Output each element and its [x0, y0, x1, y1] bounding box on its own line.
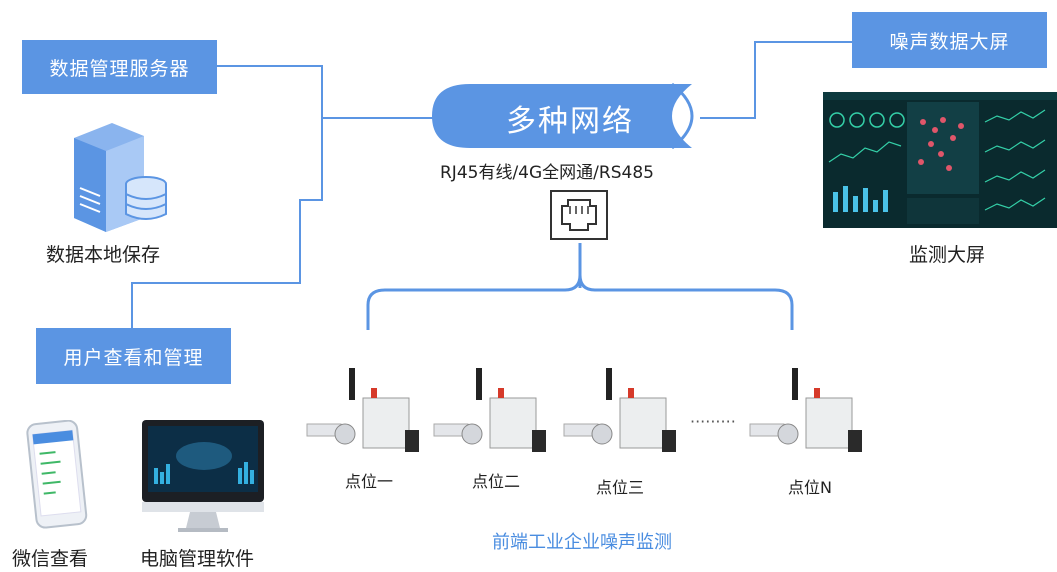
network-title: 多种网络: [506, 104, 634, 139]
user-management-label: 用户查看和管理: [63, 346, 204, 369]
point-label-1: 点位一: [345, 472, 394, 491]
point-label-3: 点位三: [596, 478, 645, 497]
user-management-box: 用户查看和管理: [36, 328, 231, 384]
footer-caption: 前端工业企业噪声监测: [492, 532, 672, 553]
server-management-box: 数据管理服务器: [22, 40, 217, 94]
noise-monitor-device-1: [306, 368, 419, 452]
ethernet-port-icon: [550, 190, 608, 240]
device-ellipsis: ·········: [690, 412, 736, 431]
noise-monitor-device-3: [563, 368, 676, 452]
point-label-2: 点位二: [472, 472, 521, 491]
monitor-screen-label: 监测大屏: [909, 244, 986, 266]
local-save-label: 数据本地保存: [46, 244, 161, 266]
dashboard-screen-image: [823, 92, 1057, 228]
noise-screen-box: 噪声数据大屏: [852, 12, 1047, 68]
wechat-view-label: 微信查看: [12, 548, 89, 570]
noise-monitor-device-n: [749, 368, 862, 452]
desktop-computer-icon: [142, 420, 264, 532]
point-label-n: 点位N: [788, 478, 832, 497]
pc-software-label: 电脑管理软件: [140, 548, 255, 570]
noise-monitor-device-2: [433, 368, 546, 452]
server-management-label: 数据管理服务器: [49, 57, 190, 80]
network-protocols: RJ45有线/4G全网通/RS485: [440, 163, 654, 183]
mobile-phone-icon: [26, 420, 88, 529]
network-cloud-icon: [432, 82, 694, 150]
server-database-icon: [74, 123, 167, 232]
noise-screen-label: 噪声数据大屏: [889, 30, 1010, 53]
